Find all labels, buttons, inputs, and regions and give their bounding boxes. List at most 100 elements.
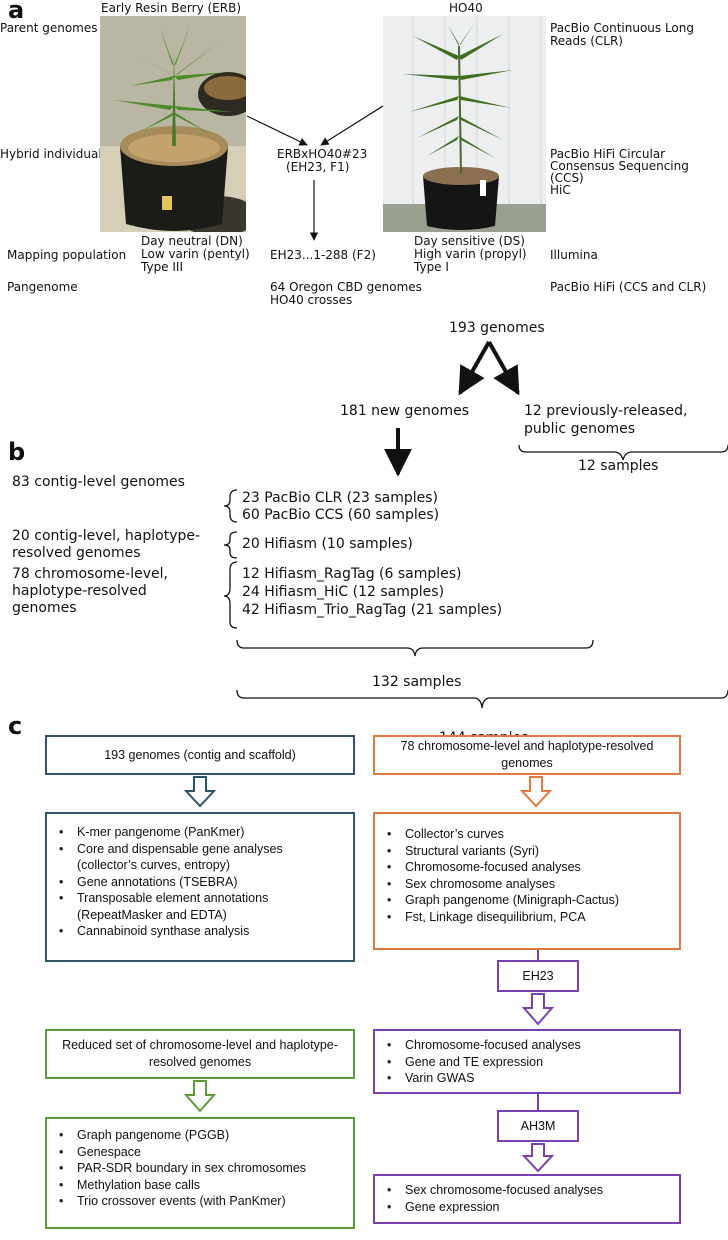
list-item: K-mer pangenome (PanKmer) bbox=[59, 824, 345, 841]
brace-group-contig bbox=[223, 489, 238, 523]
pangenome-crosses: HO40 crosses bbox=[270, 293, 353, 307]
panel-label-a: a bbox=[8, 0, 25, 24]
ho40-trait-type: Type I bbox=[414, 260, 449, 274]
list-item: Sex chromosome-focused analyses bbox=[387, 1182, 671, 1199]
total-genomes: 193 genomes bbox=[449, 320, 545, 336]
public-samples: 12 samples bbox=[578, 458, 659, 474]
erb-trait-varin: Low varin (pentyl) bbox=[141, 247, 250, 261]
blue-analyses-list: K-mer pangenome (PanKmer) Core and dispe… bbox=[47, 814, 353, 940]
list-item: Core and dispensable gene analyses (coll… bbox=[59, 841, 345, 874]
tech-hybrid-line4: HiC bbox=[550, 183, 571, 197]
group-contig-hap-label-2: resolved genomes bbox=[12, 545, 141, 561]
group-chrom-label-2: haplotype-resolved bbox=[12, 583, 147, 599]
list-item: Cannabinoid synthase analysis bbox=[59, 923, 345, 940]
ho40-trait-varin: High varin (propyl) bbox=[414, 247, 527, 261]
blue-title: 193 genomes (contig and scaffold) bbox=[104, 747, 296, 762]
tech-parent-line1: PacBio Continuous Long bbox=[550, 21, 694, 35]
hybrid-generation: (EH23, F1) bbox=[286, 160, 350, 174]
ah3m-title: AH3M bbox=[520, 1118, 556, 1133]
eh23-analyses-list: Chromosome-focused analyses Gene and TE … bbox=[375, 1031, 679, 1087]
item-hifiasm: 20 Hifiasm (10 samples) bbox=[242, 536, 413, 552]
list-item: Gene annotations (TSEBRA) bbox=[59, 874, 345, 891]
brace-group-contig-hap bbox=[223, 531, 238, 559]
tech-hybrid-line3: (CCS) bbox=[550, 171, 584, 185]
erb-trait-type: Type III bbox=[141, 260, 183, 274]
new-genomes: 181 new genomes bbox=[340, 403, 470, 419]
list-item: Structural variants (Syri) bbox=[387, 843, 671, 860]
orange-title: 78 chromosome-level and haplotype-resolv… bbox=[400, 739, 654, 770]
tech-pangenome: PacBio HiFi (CCS and CLR) bbox=[550, 280, 707, 294]
tech-hybrid-line1: PacBio HiFi Circular bbox=[550, 147, 666, 161]
list-item: Chromosome-focused analyses bbox=[387, 1037, 671, 1054]
brace-group-chrom bbox=[223, 561, 238, 629]
ho40-trait-photoperiod: Day sensitive (DS) bbox=[414, 234, 525, 248]
row-label-pangenome: Pangenome bbox=[7, 280, 78, 294]
item-pacbio-clr: 23 PacBio CLR (23 samples) bbox=[242, 490, 438, 506]
list-item: Sex chromosome analyses bbox=[387, 876, 671, 893]
list-item: Gene and TE expression bbox=[387, 1054, 671, 1071]
mapping-population: EH23...1-288 (F2) bbox=[270, 248, 376, 262]
split-arrow-right bbox=[487, 341, 520, 396]
eh23-analyses-box: Chromosome-focused analyses Gene and TE … bbox=[373, 1029, 681, 1094]
group-contig-label: 83 contig-level genomes bbox=[12, 474, 185, 490]
blue-analyses-box: K-mer pangenome (PanKmer) Core and dispe… bbox=[45, 812, 355, 962]
row-label-hybrid: Hybrid individual bbox=[0, 147, 102, 161]
item-hifiasm-trio-ragtag: 42 Hifiasm_Trio_RagTag (21 samples) bbox=[242, 602, 503, 618]
ah3m-analyses-box: Sex chromosome-focused analyses Gene exp… bbox=[373, 1174, 681, 1224]
green-analyses-list: Graph pangenome (PGGB) Genespace PAR-SDR… bbox=[47, 1119, 353, 1210]
tech-mapping: Illumina bbox=[550, 248, 598, 262]
public-brace bbox=[518, 444, 728, 461]
orange-title-box: 78 chromosome-level and haplotype-resolv… bbox=[373, 735, 681, 775]
subtotal-brace bbox=[236, 639, 594, 657]
green-analyses-box: Graph pangenome (PGGB) Genespace PAR-SDR… bbox=[45, 1117, 355, 1229]
blue-hollow-arrow bbox=[183, 776, 217, 808]
item-pacbio-ccs: 60 PacBio CCS (60 samples) bbox=[242, 507, 440, 523]
group-chrom-label-1: 78 chromosome-level, bbox=[12, 566, 168, 582]
tech-parent-line2: Reads (CLR) bbox=[550, 34, 623, 48]
list-item: Graph pangenome (Minigraph-Cactus) bbox=[387, 892, 671, 909]
list-item: Trio crossover events (with PanKmer) bbox=[59, 1193, 345, 1210]
split-arrow-left bbox=[458, 341, 491, 396]
green-hollow-arrow bbox=[183, 1080, 217, 1113]
group-chrom-label-3: genomes bbox=[12, 600, 77, 616]
green-title-box: Reduced set of chromosome-level and hapl… bbox=[45, 1029, 355, 1079]
list-item: Varin GWAS bbox=[387, 1070, 671, 1087]
erb-trait-photoperiod: Day neutral (DN) bbox=[141, 234, 243, 248]
list-item: Genespace bbox=[59, 1144, 345, 1161]
eh23-hollow-arrow bbox=[521, 993, 555, 1026]
green-title: Reduced set of chromosome-level and hapl… bbox=[62, 1038, 338, 1069]
orange-hollow-arrow bbox=[519, 776, 553, 808]
list-item: Methylation base calls bbox=[59, 1177, 345, 1194]
pangenome-oregon: 64 Oregon CBD genomes bbox=[270, 280, 422, 294]
blue-title-box: 193 genomes (contig and scaffold) bbox=[45, 735, 355, 775]
public-genomes-line1: 12 previously-released, bbox=[524, 403, 688, 419]
row-label-parent: Parent genomes bbox=[0, 21, 98, 35]
panel-label-c: c bbox=[8, 712, 23, 740]
tech-hybrid-line2: Consensus Sequencing bbox=[550, 159, 689, 173]
group-contig-hap-label-1: 20 contig-level, haplotype- bbox=[12, 528, 201, 544]
panel-label-b: b bbox=[8, 438, 26, 466]
eh23-title: EH23 bbox=[522, 968, 554, 983]
cross-arrow-left bbox=[246, 115, 308, 146]
ah3m-hollow-arrow bbox=[521, 1143, 555, 1173]
subtotal-samples: 132 samples bbox=[372, 674, 462, 690]
parent-left-name: Early Resin Berry (ERB) bbox=[101, 1, 242, 15]
ah3m-title-box: AH3M bbox=[497, 1110, 579, 1142]
list-item: Collector’s curves bbox=[387, 826, 671, 843]
erb-plant-photo bbox=[100, 16, 246, 232]
total-brace bbox=[236, 689, 728, 709]
list-item: Fst, Linkage disequilibrium, PCA bbox=[387, 909, 671, 926]
hybrid-name: ERBxHO40#23 bbox=[277, 147, 368, 161]
orange-analyses-list: Collector’s curves Structural variants (… bbox=[375, 814, 679, 925]
row-label-mapping: Mapping population bbox=[7, 248, 127, 262]
list-item: Transposable element annotations (Repeat… bbox=[59, 890, 345, 923]
eh23-title-box: EH23 bbox=[497, 960, 579, 992]
parent-right-name: HO40 bbox=[449, 1, 483, 15]
list-item: Chromosome-focused analyses bbox=[387, 859, 671, 876]
ah3m-analyses-list: Sex chromosome-focused analyses Gene exp… bbox=[375, 1176, 679, 1215]
item-hifiasm-ragtag: 12 Hifiasm_RagTag (6 samples) bbox=[242, 566, 462, 582]
orange-analyses-box: Collector’s curves Structural variants (… bbox=[373, 812, 681, 950]
list-item: Gene expression bbox=[387, 1199, 671, 1216]
list-item: PAR-SDR boundary in sex chromosomes bbox=[59, 1160, 345, 1177]
